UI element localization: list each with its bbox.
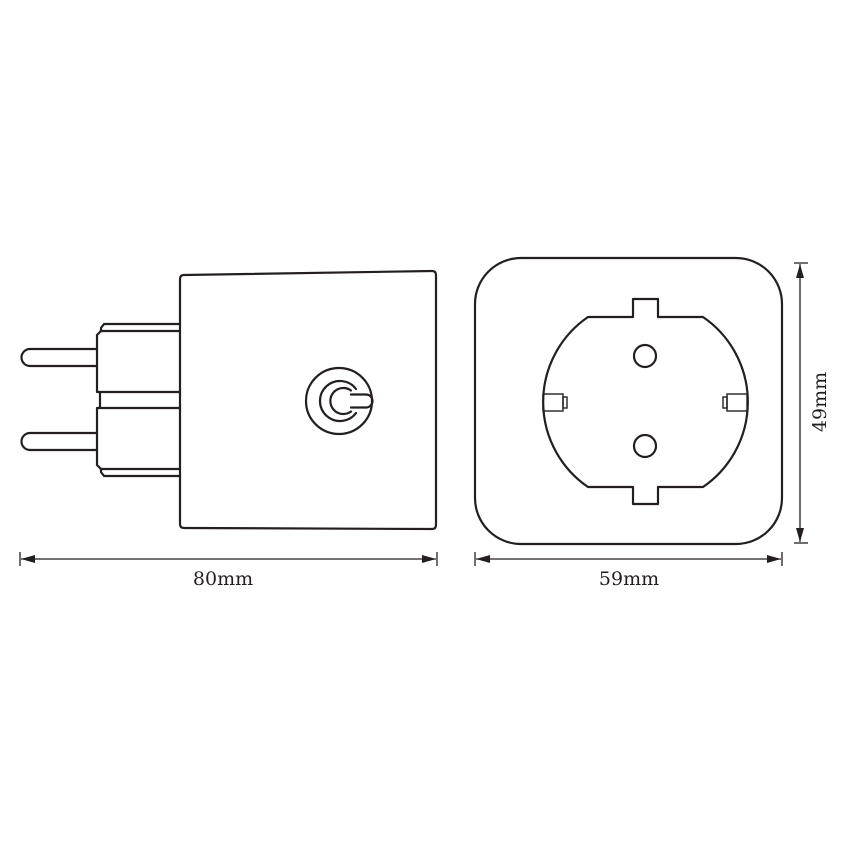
earth-clip-left	[542, 393, 568, 412]
dimension-length: 80mm	[19, 552, 438, 590]
power-button-icon	[304, 366, 374, 436]
socket-hole-lower	[632, 433, 658, 459]
plug-base-lower	[99, 467, 182, 478]
earth-clip-right	[722, 393, 748, 412]
side-view	[20, 269, 438, 531]
front-face	[473, 256, 784, 546]
plug-base-upper-block	[95, 329, 182, 394]
plug-base-upper	[99, 322, 182, 333]
socket-hole-upper	[632, 343, 658, 369]
dimension-width-label: 59mm	[599, 568, 659, 590]
upper-pin	[20, 347, 99, 368]
lower-pin	[20, 431, 99, 452]
socket-recess	[542, 297, 749, 506]
dimension-width: 59mm	[474, 552, 783, 590]
dimension-height-label: 49mm	[809, 372, 831, 432]
front-view	[473, 256, 784, 546]
dimension-length-label: 80mm	[193, 568, 253, 590]
plug-body	[178, 269, 438, 531]
plug-base-lower-block	[95, 406, 182, 471]
dimension-height: 49mm	[794, 262, 831, 544]
